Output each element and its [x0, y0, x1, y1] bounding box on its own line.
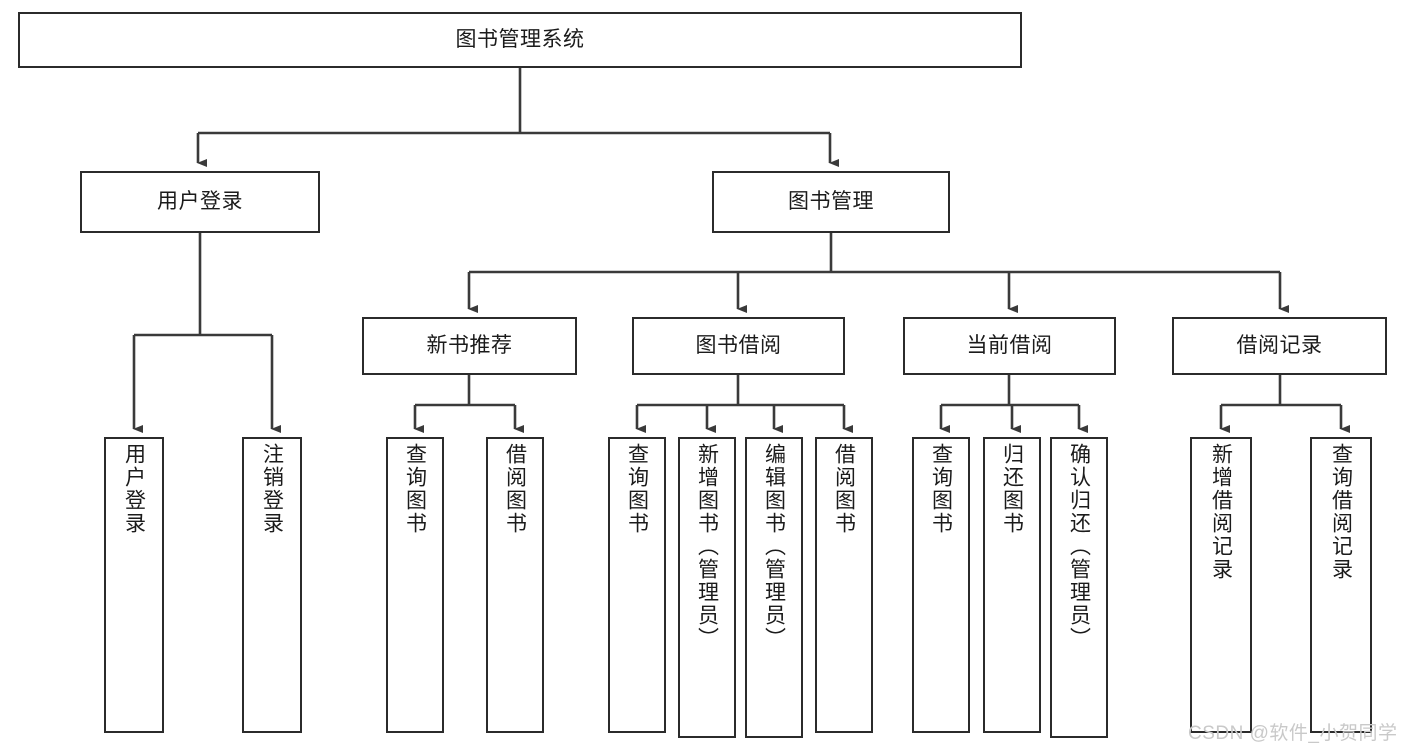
node-leaf-borrow-book-2[interactable]: 借阅图书: [815, 437, 873, 733]
node-leaf-borrow-book-2-label: 借阅图书: [832, 443, 856, 535]
node-leaf-query-book-1[interactable]: 查询图书: [386, 437, 444, 733]
node-leaf-borrow-book-1-label: 借阅图书: [503, 443, 527, 535]
node-leaf-add-record-label: 新增借阅记录: [1209, 443, 1233, 581]
node-new-book-rec[interactable]: 新书推荐: [362, 317, 577, 375]
node-leaf-return-book-label: 归还图书: [1000, 443, 1024, 535]
node-user-login[interactable]: 用户登录: [80, 171, 320, 233]
node-leaf-query-book-1-label: 查询图书: [403, 443, 427, 535]
node-leaf-logout[interactable]: 注销登录: [242, 437, 302, 733]
node-borrow-record[interactable]: 借阅记录: [1172, 317, 1387, 375]
node-book-manage-label: 图书管理: [788, 190, 874, 214]
node-root-label: 图书管理系统: [455, 28, 585, 52]
node-leaf-borrow-book-1[interactable]: 借阅图书: [486, 437, 544, 733]
node-book-borrow-label: 图书借阅: [695, 334, 782, 358]
node-book-manage[interactable]: 图书管理: [712, 171, 950, 233]
node-root[interactable]: 图书管理系统: [18, 12, 1022, 68]
node-leaf-query-record-label: 查询借阅记录: [1329, 443, 1353, 581]
node-current-borrow[interactable]: 当前借阅: [903, 317, 1116, 375]
node-leaf-query-book-3[interactable]: 查询图书: [912, 437, 970, 733]
node-leaf-add-book[interactable]: 新增图书（管理员）: [678, 437, 736, 738]
node-borrow-record-label: 借阅记录: [1236, 334, 1323, 358]
node-leaf-edit-book[interactable]: 编辑图书（管理员）: [745, 437, 803, 738]
node-leaf-query-book-2-label: 查询图书: [625, 443, 649, 535]
node-leaf-user-login-label: 用户登录: [122, 443, 146, 535]
node-leaf-confirm-return[interactable]: 确认归还（管理员）: [1050, 437, 1108, 738]
node-leaf-confirm-return-label: 确认归还（管理员）: [1067, 443, 1091, 650]
node-leaf-query-book-2[interactable]: 查询图书: [608, 437, 666, 733]
node-leaf-user-login[interactable]: 用户登录: [104, 437, 164, 733]
node-book-borrow[interactable]: 图书借阅: [632, 317, 845, 375]
node-user-login-label: 用户登录: [157, 190, 243, 214]
node-new-book-rec-label: 新书推荐: [426, 334, 513, 358]
node-leaf-return-book[interactable]: 归还图书: [983, 437, 1041, 733]
node-leaf-query-record[interactable]: 查询借阅记录: [1310, 437, 1372, 733]
node-leaf-add-book-label: 新增图书（管理员）: [695, 443, 719, 650]
node-leaf-query-book-3-label: 查询图书: [929, 443, 953, 535]
node-leaf-logout-label: 注销登录: [260, 443, 284, 535]
node-leaf-add-record[interactable]: 新增借阅记录: [1190, 437, 1252, 733]
node-leaf-edit-book-label: 编辑图书（管理员）: [762, 443, 786, 650]
node-current-borrow-label: 当前借阅: [966, 334, 1053, 358]
